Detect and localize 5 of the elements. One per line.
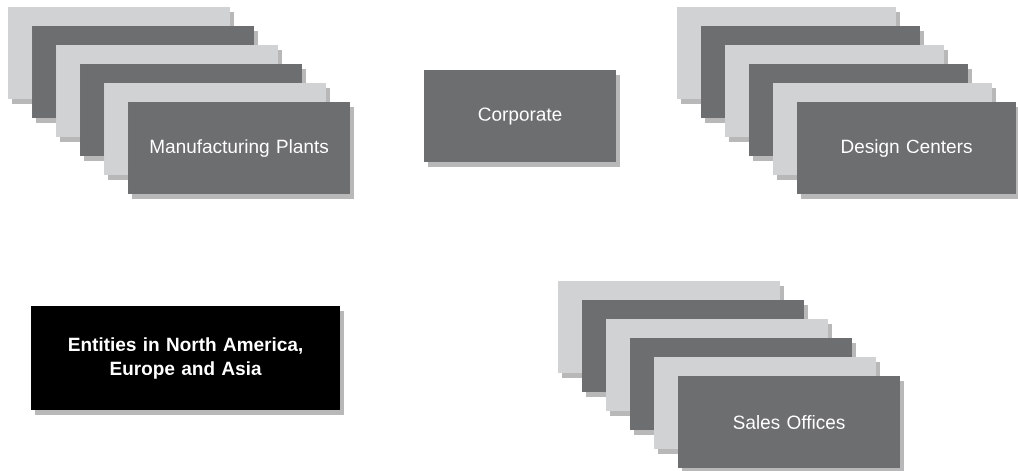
box: Design Centers — [797, 102, 1016, 194]
label-box: Entities in North America, Europe and Asia — [31, 306, 340, 410]
box: Sales Offices — [678, 376, 900, 468]
box: Manufacturing Plants — [128, 102, 350, 194]
box: Corporate — [424, 70, 616, 162]
